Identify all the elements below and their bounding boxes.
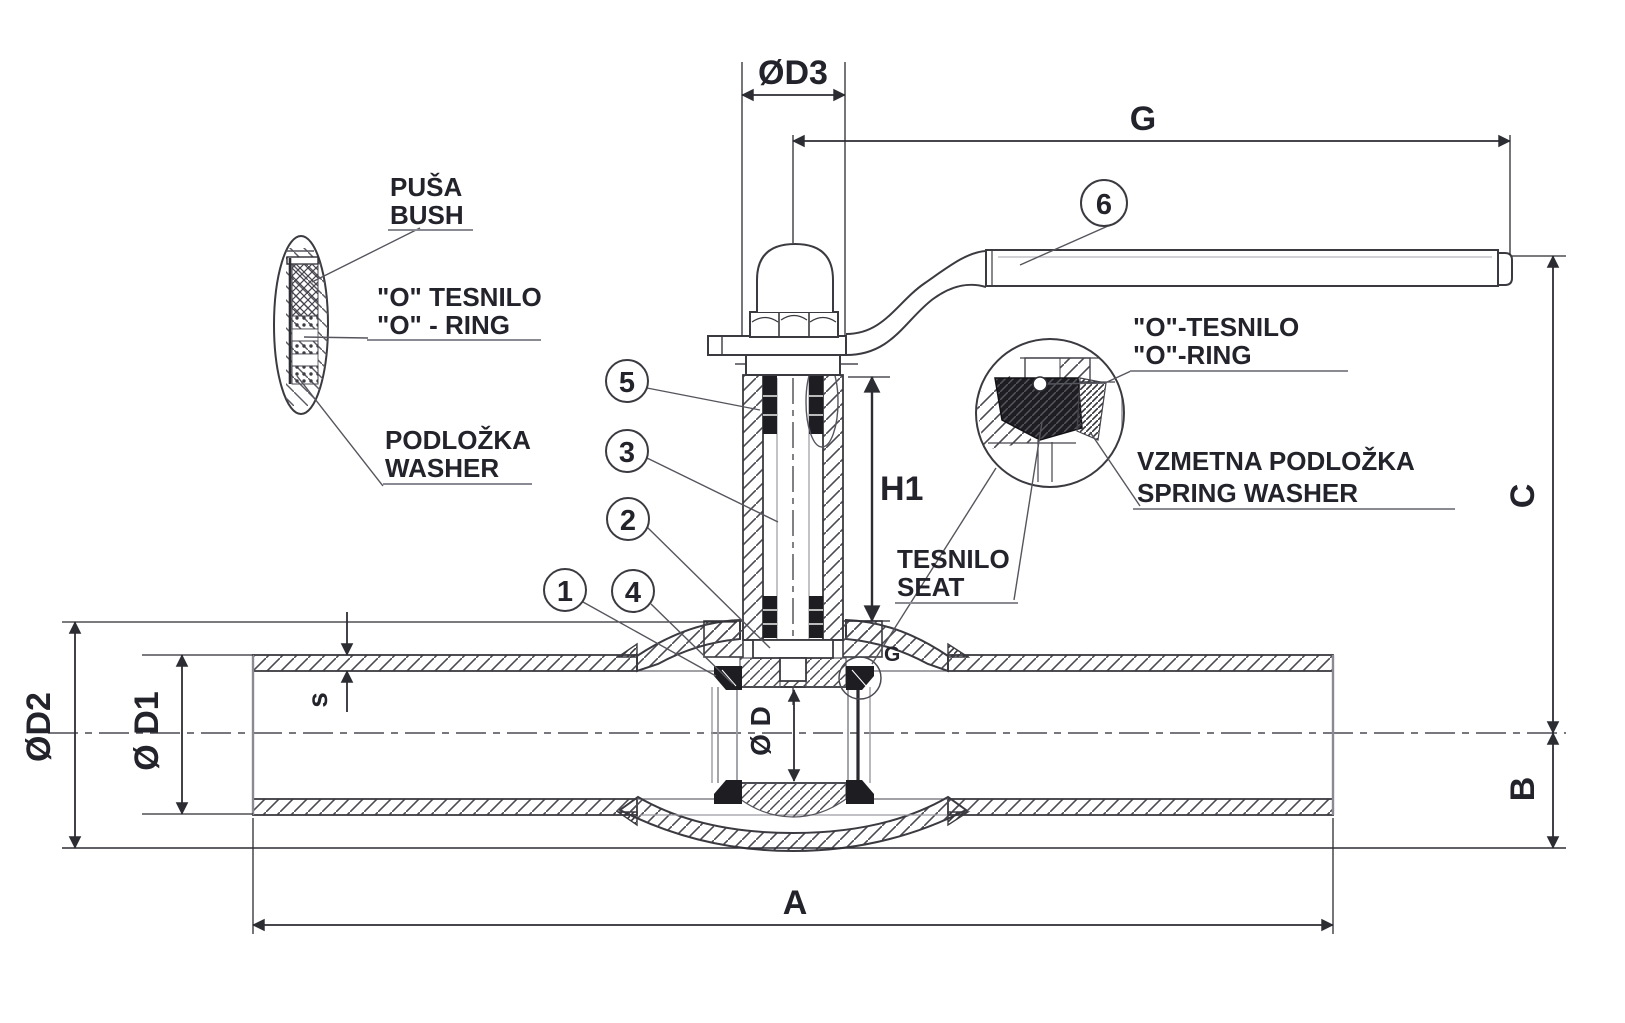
dim-h1-label: H1 <box>880 470 923 508</box>
stem-housing-left-wall <box>742 374 764 641</box>
svg-text:6: 6 <box>1096 189 1112 221</box>
dim-s-label: s <box>302 692 333 708</box>
dim-d3-label: ØD3 <box>758 54 828 92</box>
label-oring-right: "O"-TESNILO "O"-RING <box>1130 312 1348 372</box>
label-bush: PUŠA BUSH <box>388 172 473 231</box>
stem-assembly <box>707 242 847 682</box>
detail-bubble-left <box>273 227 421 487</box>
dimensions <box>62 62 1566 934</box>
bush-section <box>291 263 319 317</box>
dim-d2-label: ØD2 <box>20 692 58 762</box>
callout-5: 5 <box>605 359 649 403</box>
dim-a-label: A <box>783 884 808 922</box>
stem-top-flange <box>745 354 841 376</box>
dim-c <box>1512 255 1566 734</box>
spring-washer-section <box>1076 377 1107 441</box>
seat-detail-ref-label: G <box>884 643 900 666</box>
washer-section <box>291 365 319 385</box>
svg-text:"O"-TESNILO: "O"-TESNILO <box>1133 312 1299 342</box>
label-seat: TESNILO SEAT <box>895 544 1018 604</box>
stem-dome-cap <box>756 242 834 312</box>
oring-detail <box>1032 376 1048 392</box>
svg-text:WASHER: WASHER <box>385 453 499 483</box>
svg-text:PODLOŽKA: PODLOŽKA <box>385 425 531 455</box>
dim-h1 <box>848 375 890 623</box>
handle-grip <box>985 249 1499 287</box>
svg-text:3: 3 <box>619 437 635 469</box>
dim-d1-label: Ø D1 <box>128 691 166 770</box>
callout-6: 6 <box>1080 179 1128 227</box>
dim-d2 <box>62 621 737 849</box>
callout-4: 4 <box>611 569 655 613</box>
seat-detail-marker-circle <box>838 656 882 700</box>
svg-text:SPRING WASHER: SPRING WASHER <box>1137 478 1358 508</box>
svg-text:4: 4 <box>625 577 641 609</box>
stem-housing-right-wall <box>822 374 844 641</box>
svg-text:5: 5 <box>619 367 635 399</box>
svg-text:PUŠA: PUŠA <box>390 172 462 202</box>
stem-tab <box>779 657 807 682</box>
detail-circle-right <box>871 338 1141 665</box>
handle <box>845 249 1513 356</box>
callout-leaders <box>582 221 1118 685</box>
callout-2: 2 <box>606 497 650 541</box>
svg-text:"O" TESNILO: "O" TESNILO <box>377 282 542 312</box>
weld-bevel <box>947 811 971 827</box>
seat-detail-section <box>994 377 1083 441</box>
callout-1: 1 <box>543 568 587 612</box>
handle-plate <box>707 335 847 356</box>
callout-3: 3 <box>605 429 649 473</box>
dim-d-bore-label: Ø D <box>745 706 776 756</box>
weld-bevel <box>947 642 971 658</box>
callouts: 5 3 2 1 4 6 <box>543 179 1128 613</box>
label-washer: PODLOŽKA WASHER <box>383 425 532 485</box>
dim-d1 <box>142 654 253 815</box>
svg-text:TESNILO: TESNILO <box>897 544 1010 574</box>
label-spring-washer: VZMETNA PODLOŽKA SPRING WASHER <box>1133 446 1455 510</box>
label-oring-left: "O" TESNILO "O" - RING <box>367 282 542 341</box>
svg-text:BUSH: BUSH <box>390 200 464 230</box>
stem-nut <box>749 311 839 338</box>
dim-g <box>792 134 1511 255</box>
svg-text:"O" - RING: "O" - RING <box>377 310 510 340</box>
pipe <box>251 654 1335 816</box>
seat-bottom-left <box>714 780 742 804</box>
seat-bottom-right <box>846 780 874 804</box>
dim-a <box>252 818 1334 934</box>
svg-text:SEAT: SEAT <box>897 572 965 602</box>
weld-bevel <box>615 811 638 827</box>
svg-text:VZMETNA PODLOŽKA: VZMETNA PODLOŽKA <box>1137 446 1415 476</box>
oring-section-1 <box>291 315 319 330</box>
svg-text:1: 1 <box>557 576 573 608</box>
seat-top-right <box>846 666 874 690</box>
dim-d3 <box>741 62 846 336</box>
svg-text:2: 2 <box>620 505 636 537</box>
svg-text:"O"-RING: "O"-RING <box>1133 340 1252 370</box>
dim-g-label: G <box>1130 100 1156 138</box>
part-labels: PUŠA BUSH "O" TESNILO "O" - RING PODLOŽK… <box>367 172 1455 604</box>
weld-bevel <box>615 642 638 658</box>
valve-body <box>615 618 971 853</box>
handle-end-cap <box>1497 252 1513 286</box>
dim-b-label: B <box>1504 777 1542 802</box>
ball-bottom <box>739 782 847 818</box>
dim-c-label: C <box>1504 484 1542 509</box>
oring-section-2 <box>291 340 319 355</box>
stem-packing-seals <box>763 376 823 638</box>
